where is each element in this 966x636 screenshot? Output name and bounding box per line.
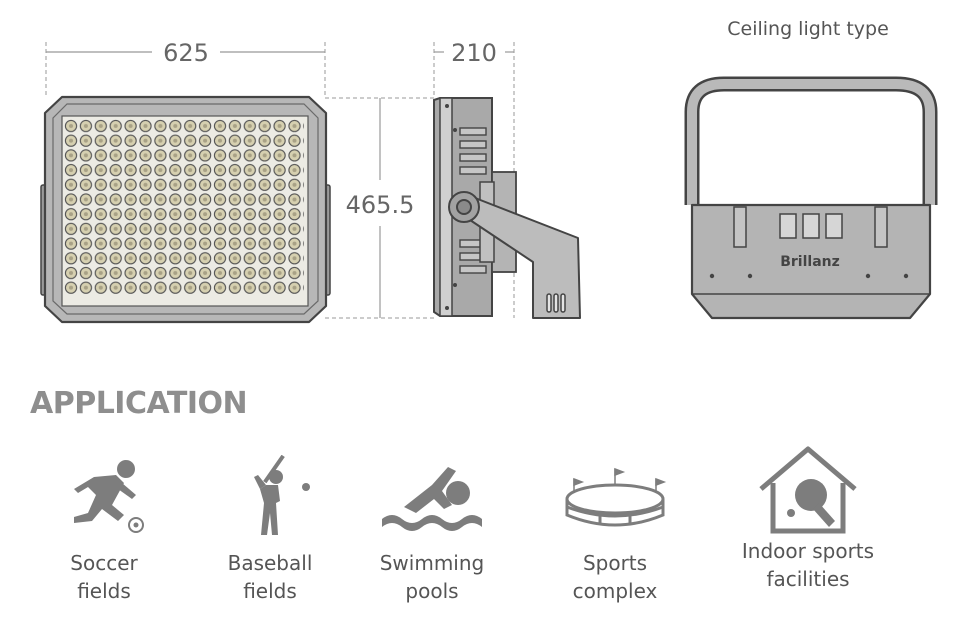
application-heading: APPLICATION <box>30 386 248 421</box>
height-label: 465.5 <box>346 191 415 219</box>
floodlight-front-view <box>40 95 331 324</box>
application-label-line1: Soccer <box>70 551 138 575</box>
application-label-line2: fields <box>77 579 131 603</box>
application-item-indoor-sports: Indoor sports facilities <box>728 446 888 593</box>
dimension-depth: 210 <box>433 39 515 318</box>
application-label-line2: fields <box>243 579 297 603</box>
width-label: 625 <box>163 39 209 67</box>
depth-label: 210 <box>451 39 497 67</box>
application-item-sports-complex: Sports complex <box>535 455 695 605</box>
application-label-line2: facilities <box>766 567 850 591</box>
application-item-soccer: Soccer fields <box>24 455 184 605</box>
ceiling-light-view: Ceiling light type Brillanz <box>684 18 938 320</box>
stadium-icon <box>565 467 667 527</box>
indoor-table-tennis-icon <box>759 446 857 534</box>
application-label-line2: pools <box>405 579 459 603</box>
application-item-baseball: Baseball fields <box>190 455 350 605</box>
application-label-line1: Indoor sports <box>741 539 875 563</box>
ceiling-type-title: Ceiling light type <box>727 18 889 40</box>
application-item-swimming: Swimming pools <box>352 455 512 605</box>
application-label-line1: Baseball <box>227 551 313 575</box>
led-array <box>64 119 304 295</box>
dimension-width: 625 <box>45 39 326 98</box>
baseball-player-icon <box>254 455 310 535</box>
application-label-line1: Sports <box>582 551 648 575</box>
brand-logo: Brillanz <box>780 254 840 270</box>
dimension-height: 465.5 <box>325 97 434 319</box>
floodlight-side-view <box>433 97 581 319</box>
application-label-line1: Swimming <box>379 551 485 575</box>
swimmer-icon <box>382 467 482 531</box>
application-label-line2: complex <box>572 579 658 603</box>
soccer-player-icon <box>74 460 144 533</box>
